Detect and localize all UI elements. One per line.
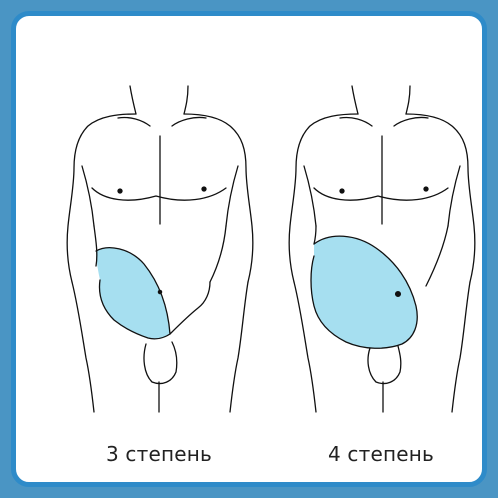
collarbones <box>340 117 428 126</box>
right-leg <box>230 282 248 412</box>
caption-grade-3: 3 степень <box>44 442 274 466</box>
torso-figure-grade-4 <box>260 76 487 416</box>
neck-outline <box>352 86 410 114</box>
torso-illustration-left <box>38 76 268 416</box>
nipple-right <box>424 187 428 191</box>
genitals-outline <box>144 342 177 384</box>
right-shoulder-arm <box>406 114 475 282</box>
left-flank <box>314 226 316 244</box>
right-flank <box>210 226 226 282</box>
collarbones <box>118 117 206 126</box>
left-flank <box>94 226 97 266</box>
right-leg <box>452 282 470 412</box>
nipple-right <box>202 187 206 191</box>
nipple-left <box>340 189 344 193</box>
torso-figure-grade-3 <box>38 76 268 416</box>
navel-left <box>158 290 161 293</box>
left-leg <box>72 282 94 412</box>
nipple-left <box>118 189 122 193</box>
right-flank <box>426 226 448 286</box>
torso-illustration-right <box>260 76 487 416</box>
genitals-outline <box>368 346 401 384</box>
right-shoulder-arm <box>184 114 253 282</box>
caption-grade-4: 4 степень <box>266 442 487 466</box>
abdominal-fat-area-grade-4 <box>311 236 417 348</box>
navel-right <box>396 292 401 297</box>
diagram-frame: 3 степень 4 степень <box>11 11 487 487</box>
neck-outline <box>130 86 188 114</box>
